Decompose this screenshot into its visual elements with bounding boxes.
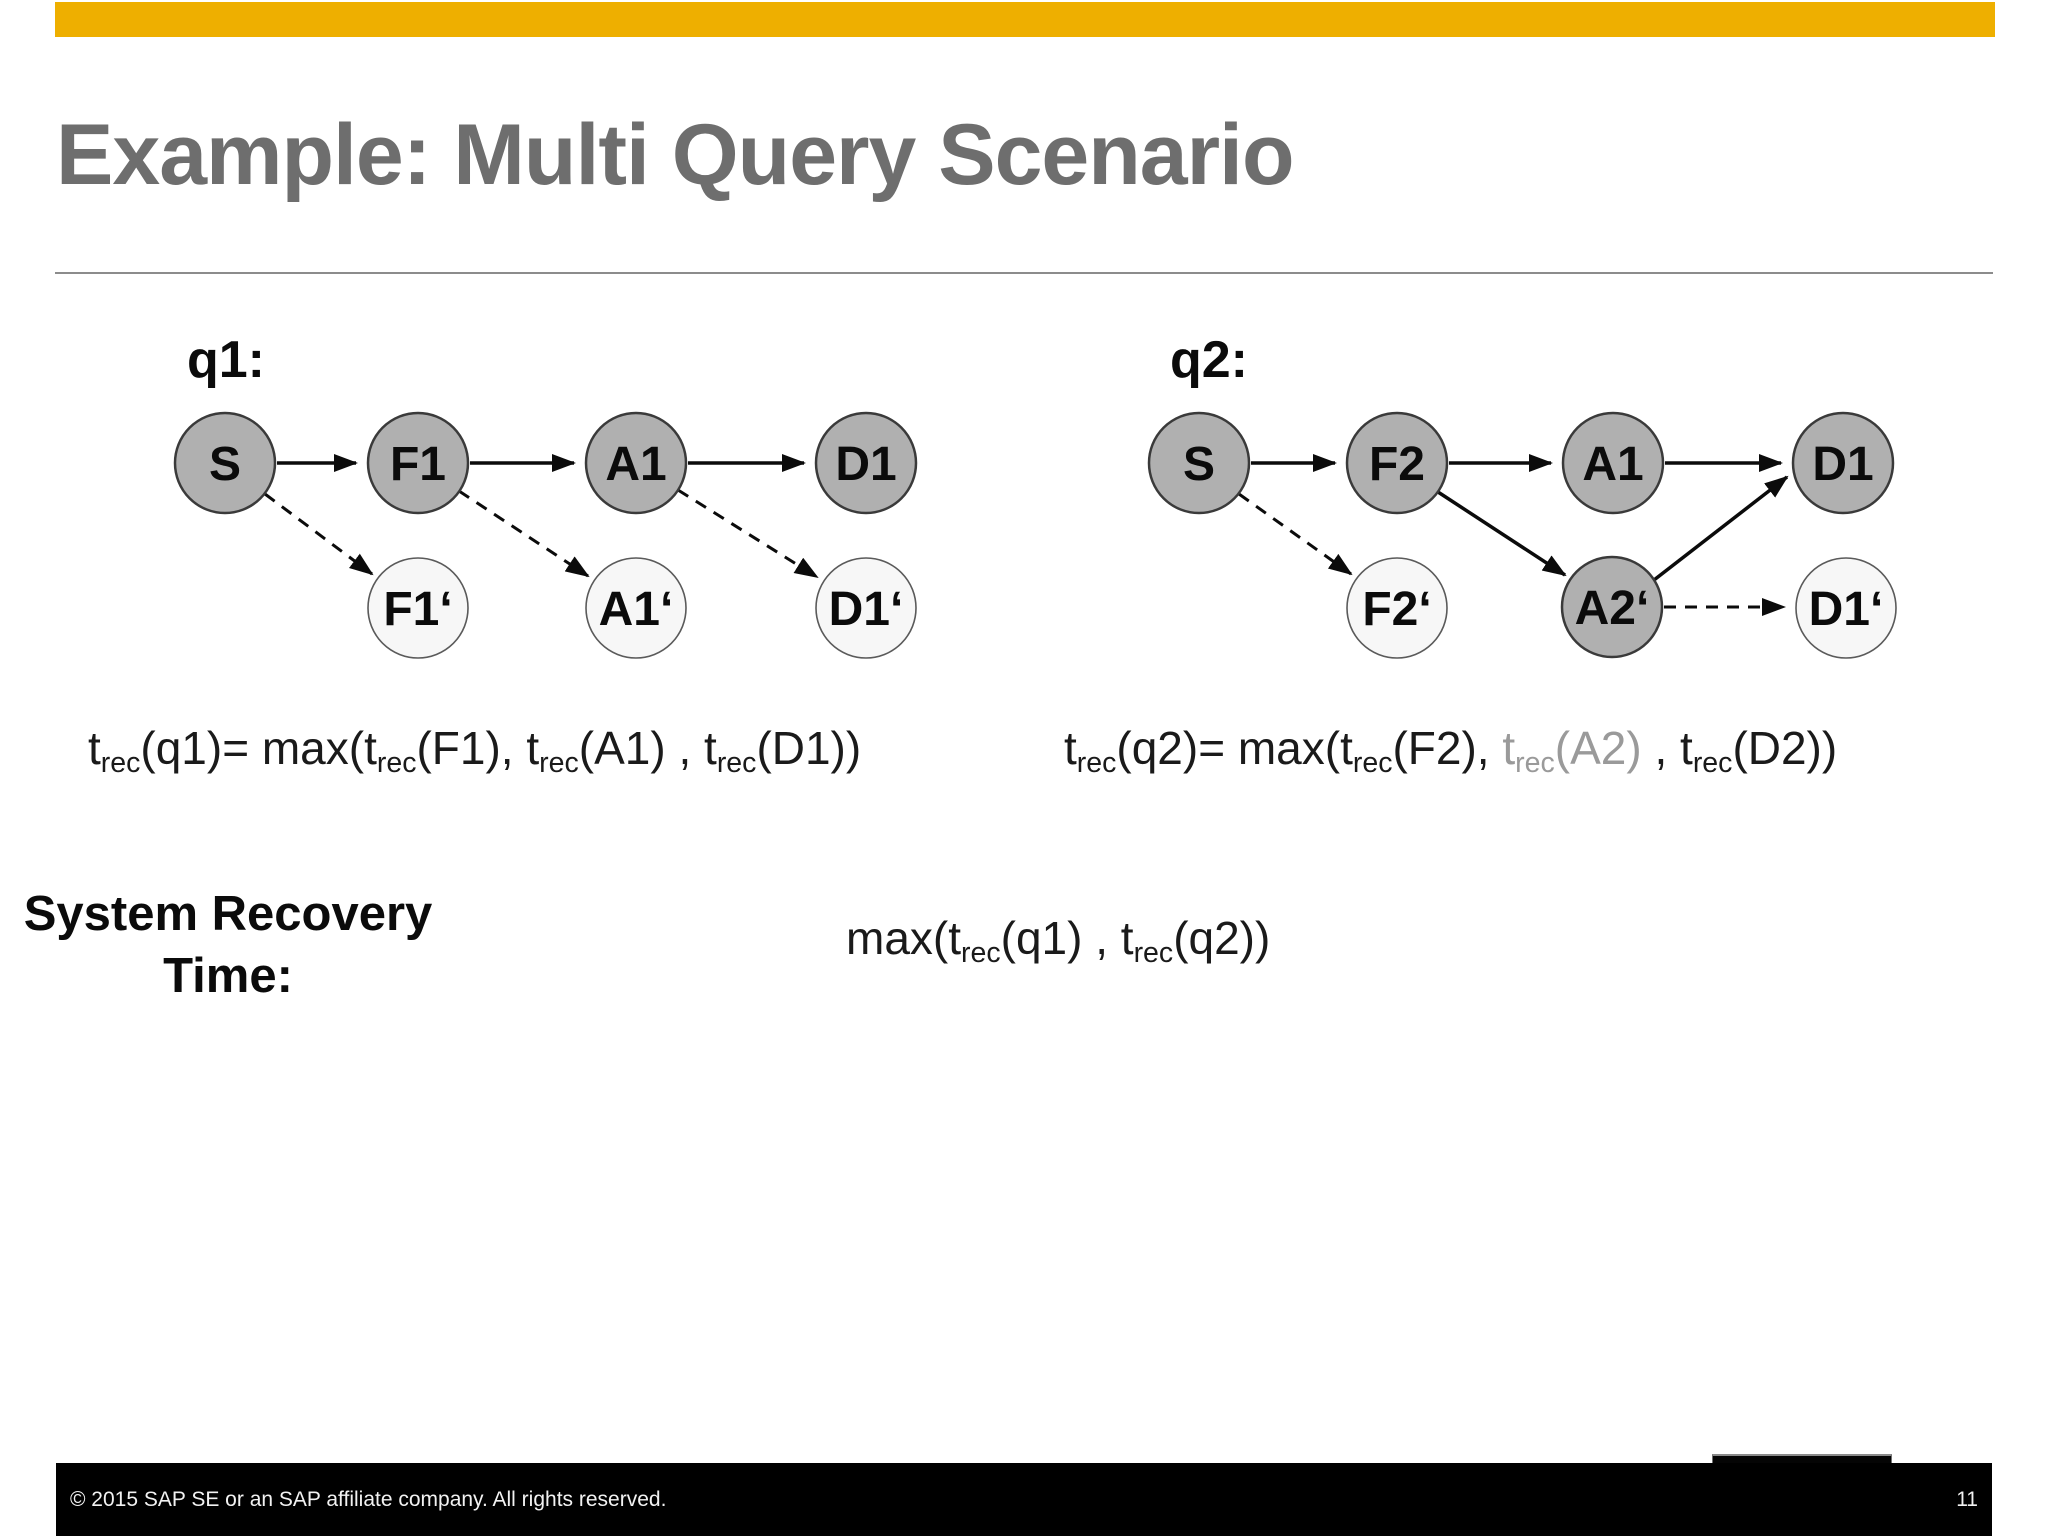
edge-a2p-d1	[1652, 475, 1789, 582]
edge-a1-d1p-dashed	[677, 488, 819, 579]
svg-text:D1‘: D1‘	[829, 583, 904, 636]
node-q2-d1: D1	[1791, 411, 1895, 515]
node-q1-s: S	[173, 411, 277, 515]
node-q2-a1: A1	[1561, 411, 1665, 515]
system-recovery-line2: Time:	[163, 948, 293, 1003]
svg-text:F1: F1	[390, 438, 446, 491]
q1-label: q1:	[187, 331, 265, 389]
node-q2-f2: F2	[1345, 411, 1449, 515]
system-recovery-time-label: System Recovery Time:	[8, 884, 448, 1007]
node-q2-a2-prime: A2‘	[1560, 555, 1664, 659]
svg-text:F1‘: F1‘	[383, 583, 452, 636]
node-q1-f1: F1	[366, 411, 470, 515]
formula-trec-q2: trec(q2)= max(trec(F2), trec(A2) , trec(…	[1064, 722, 1838, 779]
node-q1-f1-prime: F1‘	[367, 557, 469, 659]
formula-system-max: max(trec(q1) , trec(q2))	[846, 912, 1271, 969]
page-number: 11	[1956, 1487, 1978, 1511]
edge-f1-a1p-dashed	[458, 489, 590, 578]
node-q2-d1-prime: D1‘	[1795, 557, 1897, 659]
node-q1-a1-prime: A1‘	[585, 557, 687, 659]
diagram-q2: q2: S F2 A1 D1	[1147, 331, 1897, 659]
svg-text:D1‘: D1‘	[1809, 583, 1884, 636]
svg-text:S: S	[209, 438, 241, 491]
node-q1-d1-prime: D1‘	[815, 557, 917, 659]
svg-text:A1‘: A1‘	[599, 583, 674, 636]
svg-text:D1: D1	[835, 438, 896, 491]
top-accent-bar	[55, 2, 1995, 37]
node-q1-d1: D1	[814, 411, 918, 515]
edge-s-f1p-dashed	[264, 492, 374, 576]
svg-text:D1: D1	[1812, 438, 1873, 491]
svg-text:A1: A1	[1582, 438, 1643, 491]
footer-bar: © 2015 SAP SE or an SAP affiliate compan…	[56, 1463, 1992, 1536]
page-title: Example: Multi Query Scenario	[56, 107, 1294, 203]
diagram-q1: q1: S F1 A1 D1	[173, 331, 918, 659]
svg-text:F2‘: F2‘	[1362, 583, 1431, 636]
node-q2-f2-prime: F2‘	[1346, 557, 1448, 659]
svg-text:F2: F2	[1369, 438, 1425, 491]
q2-label: q2:	[1170, 331, 1248, 389]
title-divider	[55, 272, 1993, 274]
system-recovery-line1: System Recovery	[23, 887, 433, 941]
svg-text:A1: A1	[605, 438, 666, 491]
svg-text:A2‘: A2‘	[1575, 582, 1650, 635]
edge-f2-a2p	[1437, 490, 1567, 577]
formula-trec-q1: trec(q1)= max(trec(F1), trec(A1) , trec(…	[88, 722, 862, 779]
copyright-text: © 2015 SAP SE or an SAP affiliate compan…	[70, 1487, 667, 1511]
node-q1-a1: A1	[584, 411, 688, 515]
node-q2-s: S	[1147, 411, 1251, 515]
edge-s-f2p-dashed	[1238, 492, 1353, 576]
svg-text:S: S	[1183, 438, 1215, 491]
grayed-a2-term: trec(A2)	[1502, 722, 1642, 779]
query-diagrams: q1: S F1 A1 D1	[173, 331, 1897, 659]
